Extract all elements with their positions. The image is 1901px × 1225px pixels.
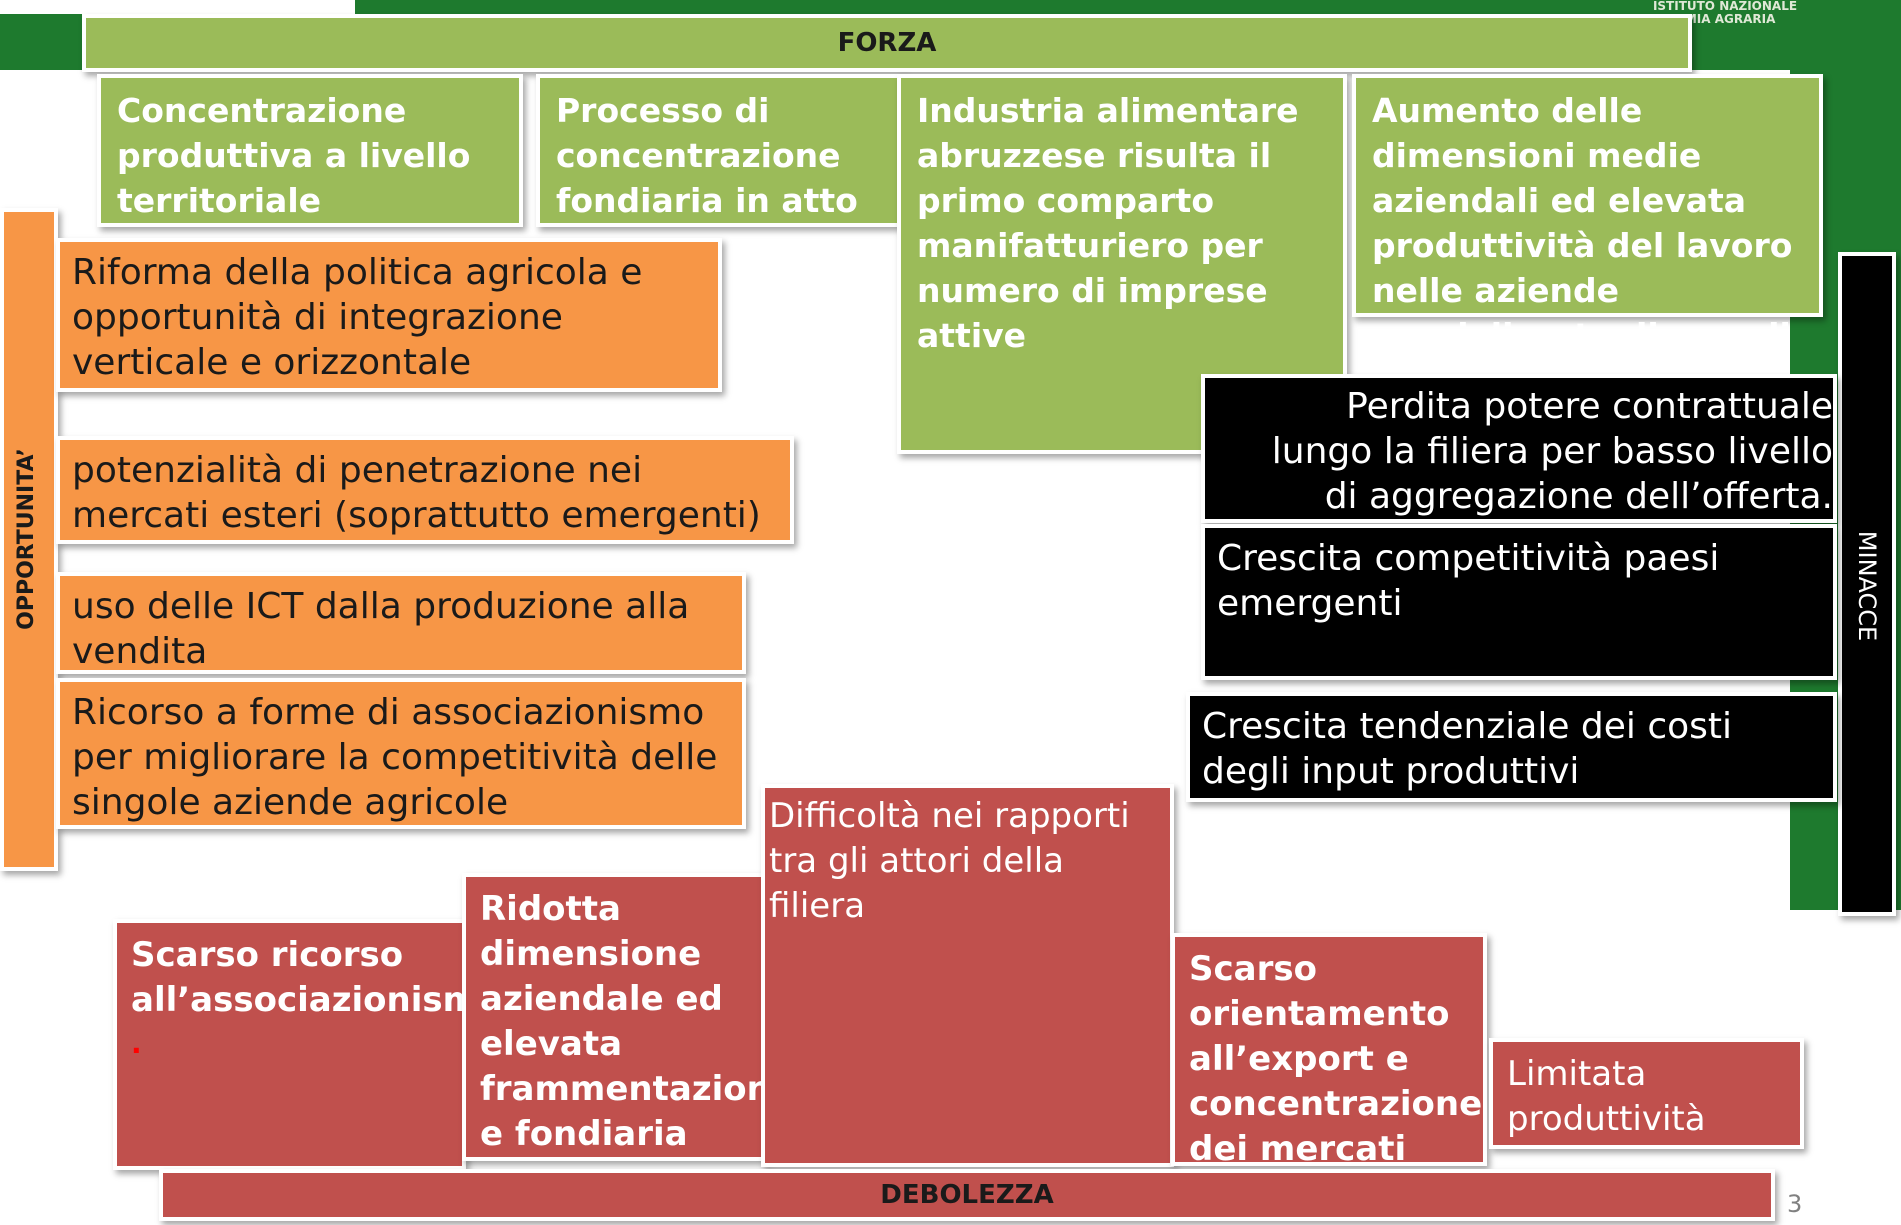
forza-item-4: Aumento delle dimensioni medie aziendali… [1356, 78, 1819, 400]
minacce-label: MINACCE [1853, 530, 1881, 642]
header-white-patch [0, 0, 355, 14]
logo-line2: OMIA AGRARIA [1674, 12, 1776, 26]
debolezza-dot: . [131, 1027, 142, 1060]
minacce-item-3: Crescita tendenziale dei costi degli inp… [1190, 696, 1833, 798]
debolezza-item-1: Scarso ricorso all’associazionismo . [117, 923, 501, 1166]
minacce-bar: MINACCE [1842, 256, 1892, 912]
opportunita-bar: OPPORTUNITA’ [4, 212, 54, 867]
logo-line1: ISTITUTO NAZIONALE [1652, 0, 1798, 13]
debolezza-item-4: Scarso orientamento all’export e concent… [1175, 937, 1483, 1169]
debolezza-item-2: Ridotta dimensione aziendale ed elevata … [466, 877, 771, 1157]
debolezza-bar: DEBOLEZZA [163, 1173, 1771, 1217]
opportunita-item-3: uso delle ICT dalla produzione alla vend… [60, 576, 742, 672]
debolezza-item-1-text: Scarso ricorso all’associazionismo [131, 935, 502, 1020]
minacce-item-1: Perdita potere contrattuale lungo la fil… [1205, 378, 1833, 519]
debolezza-item-3: Difficoltà nei rapporti tra gli attori d… [765, 788, 1170, 1163]
forza-item-3: Industria alimentare abruzzese risulta i… [901, 78, 1343, 450]
minacce-item-2: Crescita competitività paesi emergenti [1205, 528, 1833, 676]
forza-bar: FORZA [86, 18, 1688, 68]
forza-item-2: Processo di concentrazione fondiaria in … [540, 78, 902, 223]
opportunita-item-4: Ricorso a forme di associazionismo per m… [60, 682, 742, 825]
opportunita-item-2: potenzialità di penetrazione nei mercati… [60, 440, 790, 540]
debolezza-item-5: Limitata produttività [1493, 1042, 1800, 1145]
forza-item-1: Concentrazione produttiva a livello terr… [101, 78, 519, 223]
page-number: 3 [1787, 1190, 1803, 1218]
logo-text: ISTITUTO NAZIONALE OMIA AGRARIA [1625, 0, 1825, 30]
forza-label: FORZA [837, 28, 937, 58]
opportunita-item-1: Riforma della politica agricola e opport… [60, 242, 718, 388]
debolezza-label: DEBOLEZZA [880, 1180, 1054, 1210]
opportunita-label: OPPORTUNITA’ [14, 448, 39, 630]
